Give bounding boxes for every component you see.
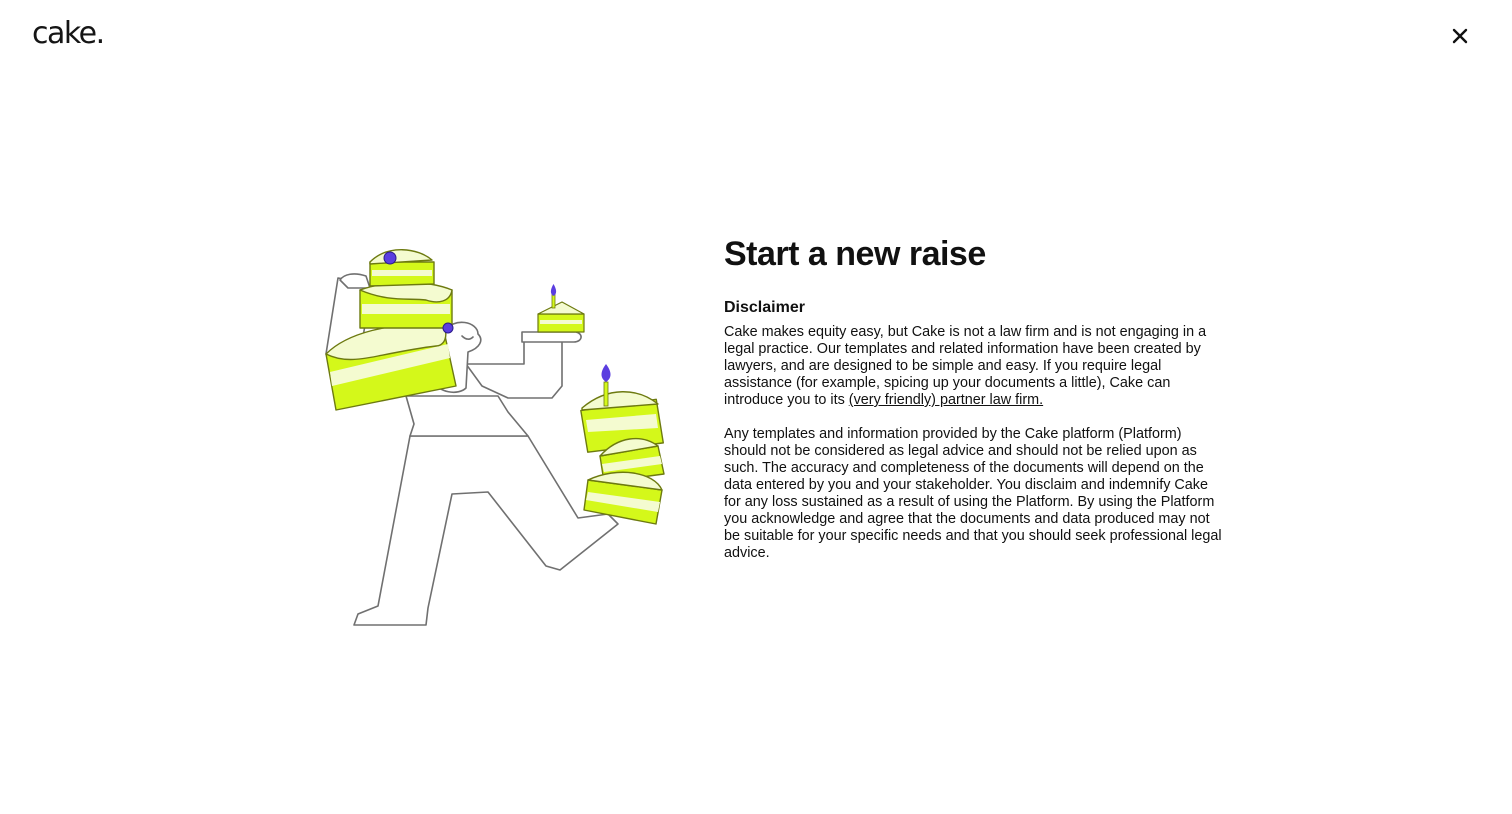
disclaimer-paragraph-2: Any templates and information provided b…: [724, 426, 1222, 561]
disclaimer-paragraph-1: Cake makes equity easy, but Cake is not …: [724, 324, 1224, 409]
disclaimer-paragraph-1-text: Cake makes equity easy, but Cake is not …: [724, 324, 1207, 408]
cake-juggler-illustration: [318, 236, 670, 632]
close-icon: [1452, 28, 1468, 44]
top-bar: cake.: [0, 0, 1512, 72]
raise-disclaimer-content: Start a new raise Disclaimer Cake makes …: [724, 232, 1224, 562]
close-button[interactable]: [1446, 22, 1474, 50]
page-title: Start a new raise: [724, 235, 986, 273]
disclaimer-heading: Disclaimer: [724, 299, 805, 316]
partner-law-firm-link[interactable]: (very friendly) partner law firm.: [848, 392, 1044, 408]
cake-logo[interactable]: cake.: [32, 16, 105, 51]
illustration-svg: [325, 249, 665, 626]
